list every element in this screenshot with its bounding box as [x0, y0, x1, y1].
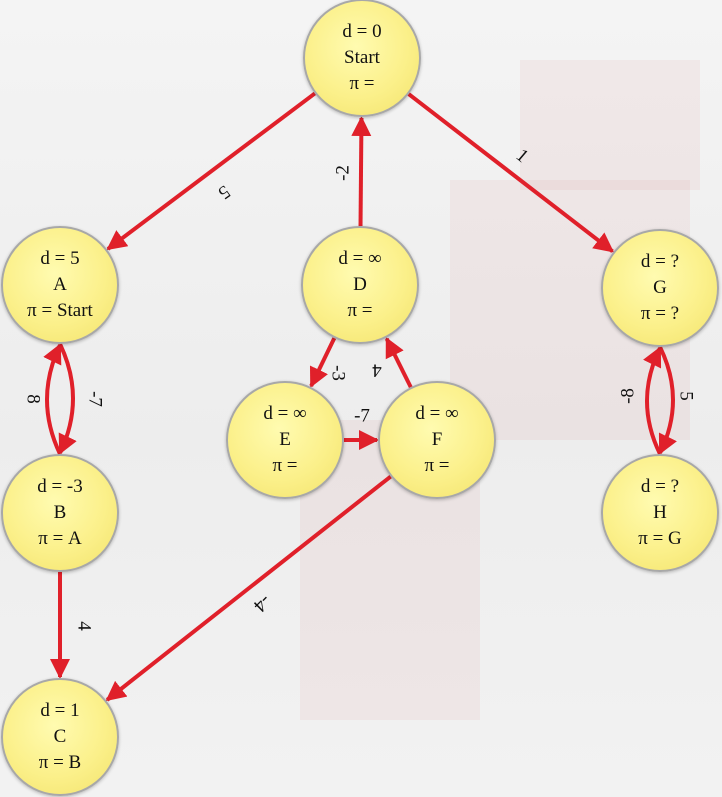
node-distance: d = -3: [37, 476, 83, 497]
node-predecessor: π = A: [38, 528, 82, 549]
edge-weight-label: -7: [354, 406, 370, 427]
node-distance: d = ∞: [338, 248, 382, 269]
node-predecessor: π =: [347, 300, 373, 321]
edge-d-to-e: [309, 337, 337, 388]
node-distance: d = 0: [342, 21, 382, 42]
edge-weight-label: -2: [333, 165, 354, 181]
node-predecessor: π = ?: [640, 303, 680, 324]
edge-start-to-g: [407, 92, 615, 253]
node-distance: d = 5: [40, 248, 80, 269]
edge-f-to-d: [384, 336, 413, 389]
node-predecessor: π =: [424, 455, 450, 476]
node-predecessor: π =: [349, 73, 375, 94]
node-name: D: [353, 274, 367, 295]
edge-weight-label: 4: [372, 360, 382, 381]
node-name: H: [653, 502, 667, 523]
node-name: C: [53, 726, 67, 747]
node-distance: d = 1: [40, 700, 80, 721]
node-predecessor: π = G: [638, 528, 682, 549]
edge-b-to-a: [43, 343, 62, 455]
edge-f-to-c: [105, 474, 392, 702]
edge-a-to-b: [58, 343, 77, 455]
node-predecessor: π = Start: [27, 300, 93, 321]
node-name: Start: [344, 47, 380, 68]
node-predecessor: π = B: [38, 752, 82, 773]
edge-weight-label: -3: [328, 365, 349, 381]
node-name: G: [653, 277, 667, 298]
node-name: E: [279, 429, 291, 450]
node-distance: d = ∞: [263, 403, 307, 424]
edge-d-to-start: [351, 115, 372, 227]
node-name: A: [53, 274, 67, 295]
edge-weight-label: -7: [85, 391, 106, 407]
edge-g-to-h: [658, 346, 677, 455]
edge-weight-label: 5: [676, 391, 697, 401]
edge-weight-label: -4: [249, 590, 275, 616]
node-name: F: [431, 429, 443, 450]
edge-h-to-g: [643, 346, 662, 455]
edge-weight-label: 1: [512, 145, 533, 167]
edge-weight-label: 4: [74, 621, 95, 631]
background-block: [520, 60, 700, 190]
node-distance: d = ?: [640, 251, 680, 272]
edge-start-to-a: [106, 91, 317, 251]
node-distance: d = ∞: [415, 403, 459, 424]
node-distance: d = ?: [640, 476, 680, 497]
node-name: B: [53, 502, 67, 523]
node-predecessor: π =: [272, 455, 298, 476]
edge-weight-label: -8: [618, 388, 639, 404]
node-start: d = 0 Start π =: [303, 0, 421, 117]
edge-weight-label: 8: [23, 394, 44, 404]
edge-weight-label: 5: [214, 181, 234, 204]
